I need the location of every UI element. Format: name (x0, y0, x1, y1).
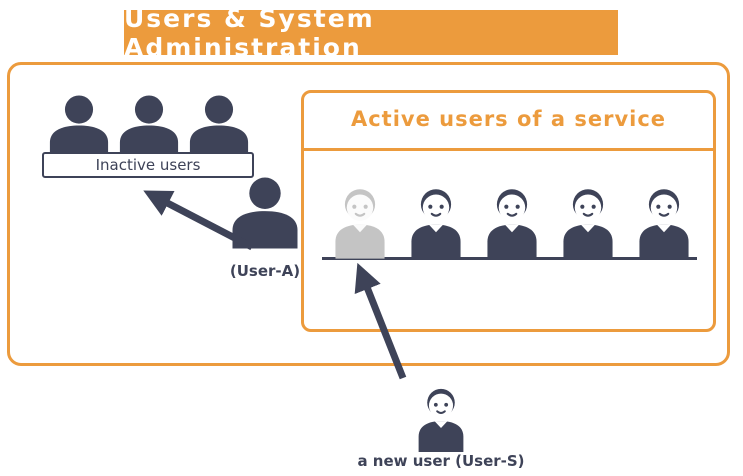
user-silhouette-icon (119, 95, 179, 159)
page-title: Users & System Administration (124, 3, 375, 62)
header-banner: Users & System Administration (124, 4, 618, 62)
user-a-label: (User-A) (229, 262, 301, 280)
inactive-users-label: Inactive users (42, 152, 254, 178)
active-users-title: Active users of a service (350, 107, 667, 131)
user-icon (487, 189, 537, 259)
user-silhouette-icon (189, 95, 249, 159)
user-icon (411, 189, 461, 259)
active-users-row (326, 185, 698, 259)
new-user-icon (418, 388, 464, 453)
inactive-users-group (44, 95, 254, 159)
active-users-box: Active users of a service (301, 90, 716, 332)
user-icon (563, 189, 613, 259)
new-user-label: a new user (User-S) (357, 452, 525, 470)
user-a-icon (232, 177, 298, 249)
title-divider (304, 148, 713, 151)
new-user-figure (410, 385, 472, 456)
user-icon (639, 189, 689, 259)
user-icon (335, 189, 385, 259)
user-a-figure (226, 177, 304, 253)
user-silhouette-icon (49, 95, 109, 159)
